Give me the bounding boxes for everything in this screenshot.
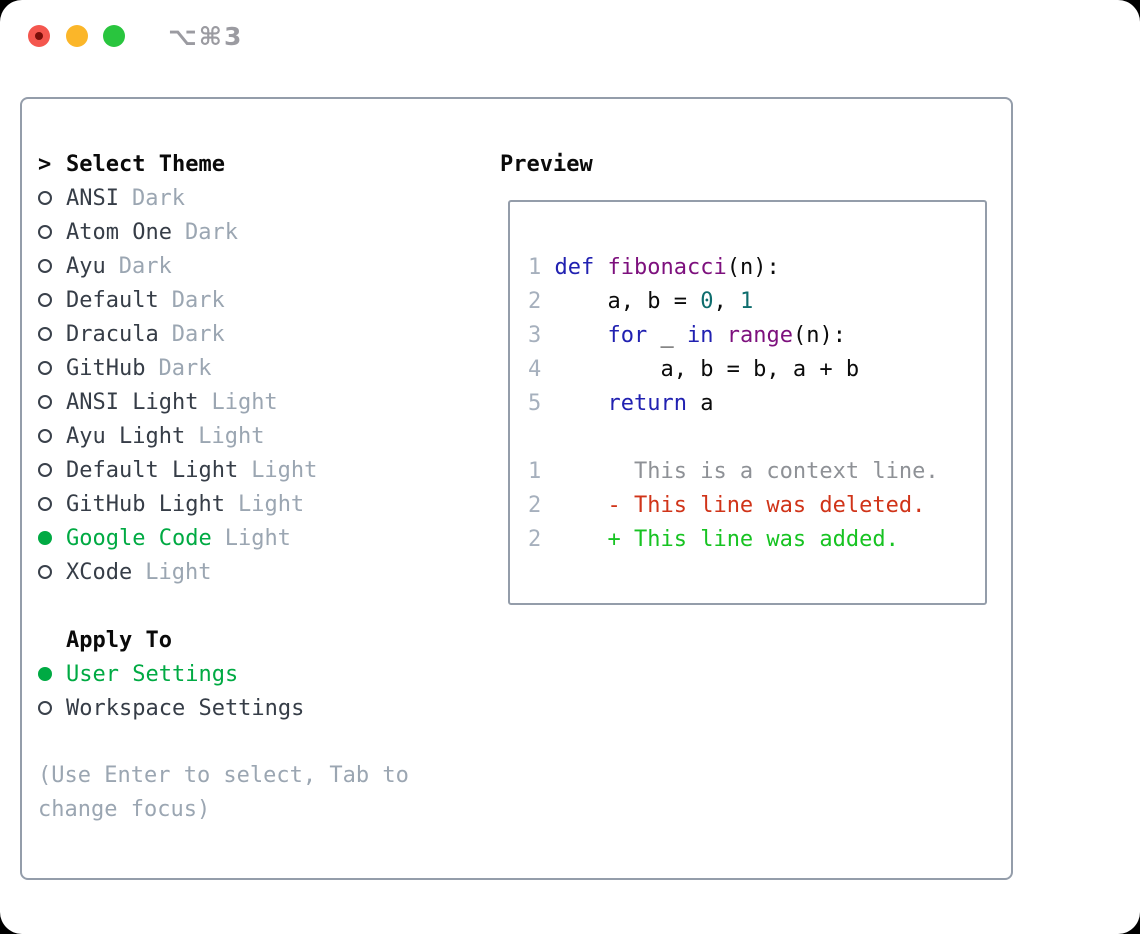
- code-line: 2 a, b = 0, 1: [528, 289, 754, 314]
- code-line: 1 This is a context line.: [528, 459, 939, 484]
- variant-label: Dark: [158, 355, 212, 381]
- theme-option[interactable]: Google Code Light: [38, 521, 478, 555]
- preview-code: 1 def fibonacci(n): 2 a, b = 0, 1 3 for _ …: [510, 202, 985, 557]
- radio-icon: [38, 361, 66, 375]
- option-label: Ayu: [66, 253, 106, 279]
- prompt-icon: >: [38, 151, 52, 177]
- code-line: 2 - This line was deleted.: [528, 493, 926, 518]
- theme-option[interactable]: ANSI Light Light: [38, 385, 478, 419]
- theme-option[interactable]: Default Light Light: [38, 453, 478, 487]
- zoom-button[interactable]: [103, 25, 125, 47]
- radio-icon: [38, 701, 66, 715]
- theme-option[interactable]: Ayu Light Light: [38, 419, 478, 453]
- radio-icon: [38, 191, 66, 205]
- hint-text: (Use Enter to select, Tab to change focu…: [38, 763, 409, 822]
- apply-header: Apply To: [38, 623, 478, 657]
- theme-panel-header: > Select Theme: [38, 147, 478, 181]
- variant-label: Light: [198, 423, 265, 449]
- variant-label: Light: [145, 559, 212, 585]
- option-label: ANSI Light: [66, 389, 199, 415]
- radio-icon: [38, 259, 66, 273]
- option-label: Dracula: [66, 321, 159, 347]
- apply-option[interactable]: User Settings: [38, 657, 478, 691]
- variant-label: Light: [211, 389, 278, 415]
- radio-icon: [38, 395, 66, 409]
- code-line: 3 for _ in range(n):: [528, 323, 846, 348]
- code-line: 2 + This line was added.: [528, 527, 899, 552]
- variant-label: Dark: [184, 219, 238, 245]
- variant-label: Light: [251, 457, 318, 483]
- radio-icon: [38, 497, 66, 511]
- option-label: ANSI: [66, 185, 119, 211]
- option-label: Google Code: [66, 525, 212, 551]
- code-line: [528, 421, 985, 455]
- option-label: Default Light: [66, 457, 239, 483]
- apply-option[interactable]: Workspace Settings: [38, 691, 478, 725]
- code-line: 5 return a: [528, 391, 714, 416]
- radio-icon: [38, 429, 66, 443]
- variant-label: Dark: [171, 321, 225, 347]
- theme-option[interactable]: Dracula Dark: [38, 317, 478, 351]
- variant-label: Dark: [118, 253, 172, 279]
- theme-option[interactable]: Default Dark: [38, 283, 478, 317]
- option-label: GitHub: [66, 355, 146, 381]
- radio-icon: [38, 327, 66, 341]
- preview-box: 1 def fibonacci(n): 2 a, b = 0, 1 3 for _ …: [508, 200, 987, 605]
- code-line: 1 def fibonacci(n):: [528, 255, 780, 280]
- option-label: Default: [66, 287, 159, 313]
- window-title: ⌥⌘3: [168, 22, 244, 51]
- code-line: 4 a, b = b, a + b: [528, 357, 860, 382]
- radio-icon: [38, 225, 66, 239]
- theme-option[interactable]: ANSI Dark: [38, 181, 478, 215]
- prompt-marker: >: [38, 152, 66, 177]
- option-label: Ayu Light: [66, 423, 186, 449]
- radio-icon: [38, 293, 66, 307]
- theme-option[interactable]: Ayu Dark: [38, 249, 478, 283]
- variant-label: Dark: [131, 185, 185, 211]
- theme-option[interactable]: GitHub Dark: [38, 351, 478, 385]
- theme-option[interactable]: XCode Light: [38, 555, 478, 589]
- option-label: Workspace Settings: [66, 695, 305, 721]
- close-button[interactable]: [28, 25, 50, 47]
- titlebar: ⌥⌘3: [0, 0, 1140, 72]
- radio-icon: [38, 667, 66, 681]
- variant-label: Light: [224, 525, 291, 551]
- variant-label: Dark: [171, 287, 225, 313]
- variant-label: Light: [237, 491, 305, 517]
- radio-icon: [38, 565, 66, 579]
- theme-option[interactable]: GitHub Light Light: [38, 487, 478, 521]
- apply-title: Apply To: [66, 627, 172, 653]
- radio-icon: [38, 463, 66, 477]
- preview-title: Preview: [500, 151, 593, 177]
- theme-option[interactable]: Atom One Dark: [38, 215, 478, 249]
- option-label: XCode: [66, 559, 133, 585]
- minimize-button[interactable]: [66, 25, 88, 47]
- option-label: User Settings: [66, 661, 239, 687]
- radio-icon: [38, 531, 66, 545]
- option-label: Atom One: [66, 219, 172, 245]
- theme-panel-title: Select Theme: [66, 151, 225, 177]
- option-label: GitHub Light: [66, 491, 225, 517]
